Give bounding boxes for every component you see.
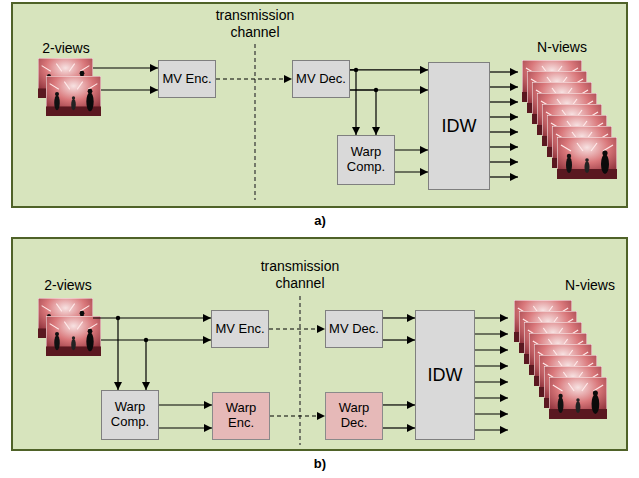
warp-encoder-box: Warp Enc. bbox=[212, 392, 270, 440]
box-text: MV Enc. bbox=[215, 322, 264, 337]
transmission-arrow bbox=[270, 415, 325, 416]
box-text: MV Dec. bbox=[329, 322, 379, 337]
data-arrow bbox=[159, 427, 212, 428]
data-arrow bbox=[383, 404, 415, 405]
warp-compute-box: Warp Comp. bbox=[101, 390, 159, 440]
view-label: N-views bbox=[550, 277, 630, 294]
view-label: 2-views bbox=[28, 277, 108, 294]
data-arrow bbox=[159, 404, 212, 405]
warp-decoder-box: Warp Dec. bbox=[325, 392, 383, 440]
idw-box: IDW bbox=[428, 62, 490, 190]
transmission-arrow bbox=[216, 78, 292, 79]
data-arrow bbox=[350, 70, 356, 135]
encoder-box: MV Enc. bbox=[211, 310, 269, 348]
data-arrow bbox=[395, 171, 428, 172]
warp-compute-box: Warp Comp. bbox=[337, 135, 395, 185]
panel-caption: b) bbox=[300, 455, 340, 472]
box-text: IDW bbox=[428, 365, 463, 386]
decoder-box: MV Dec. bbox=[325, 310, 383, 348]
box-text: MV Dec. bbox=[296, 72, 346, 87]
encoder-box: MV Enc. bbox=[158, 60, 216, 98]
data-arrow bbox=[383, 339, 415, 340]
box-text: Warp Comp. bbox=[105, 400, 155, 430]
box-text: Warp Dec. bbox=[329, 401, 379, 431]
view-label: 2-views bbox=[26, 40, 106, 57]
data-arrow bbox=[383, 317, 415, 318]
channel-label: transmission channel bbox=[250, 258, 350, 292]
data-arrow bbox=[383, 427, 415, 428]
transmission-arrow bbox=[269, 328, 325, 329]
view-label: N-views bbox=[522, 39, 602, 56]
box-text: MV Enc. bbox=[162, 72, 211, 87]
decoder-box: MV Dec. bbox=[292, 60, 350, 98]
panel-caption: a) bbox=[300, 212, 340, 229]
box-text: Warp Enc. bbox=[216, 401, 266, 431]
idw-box: IDW bbox=[415, 310, 475, 440]
data-arrow bbox=[350, 90, 376, 135]
box-text: Warp Comp. bbox=[341, 145, 391, 175]
channel-label: transmission channel bbox=[205, 7, 305, 41]
box-text: IDW bbox=[442, 116, 477, 137]
data-arrow bbox=[395, 149, 428, 150]
data-arrow bbox=[350, 69, 428, 70]
